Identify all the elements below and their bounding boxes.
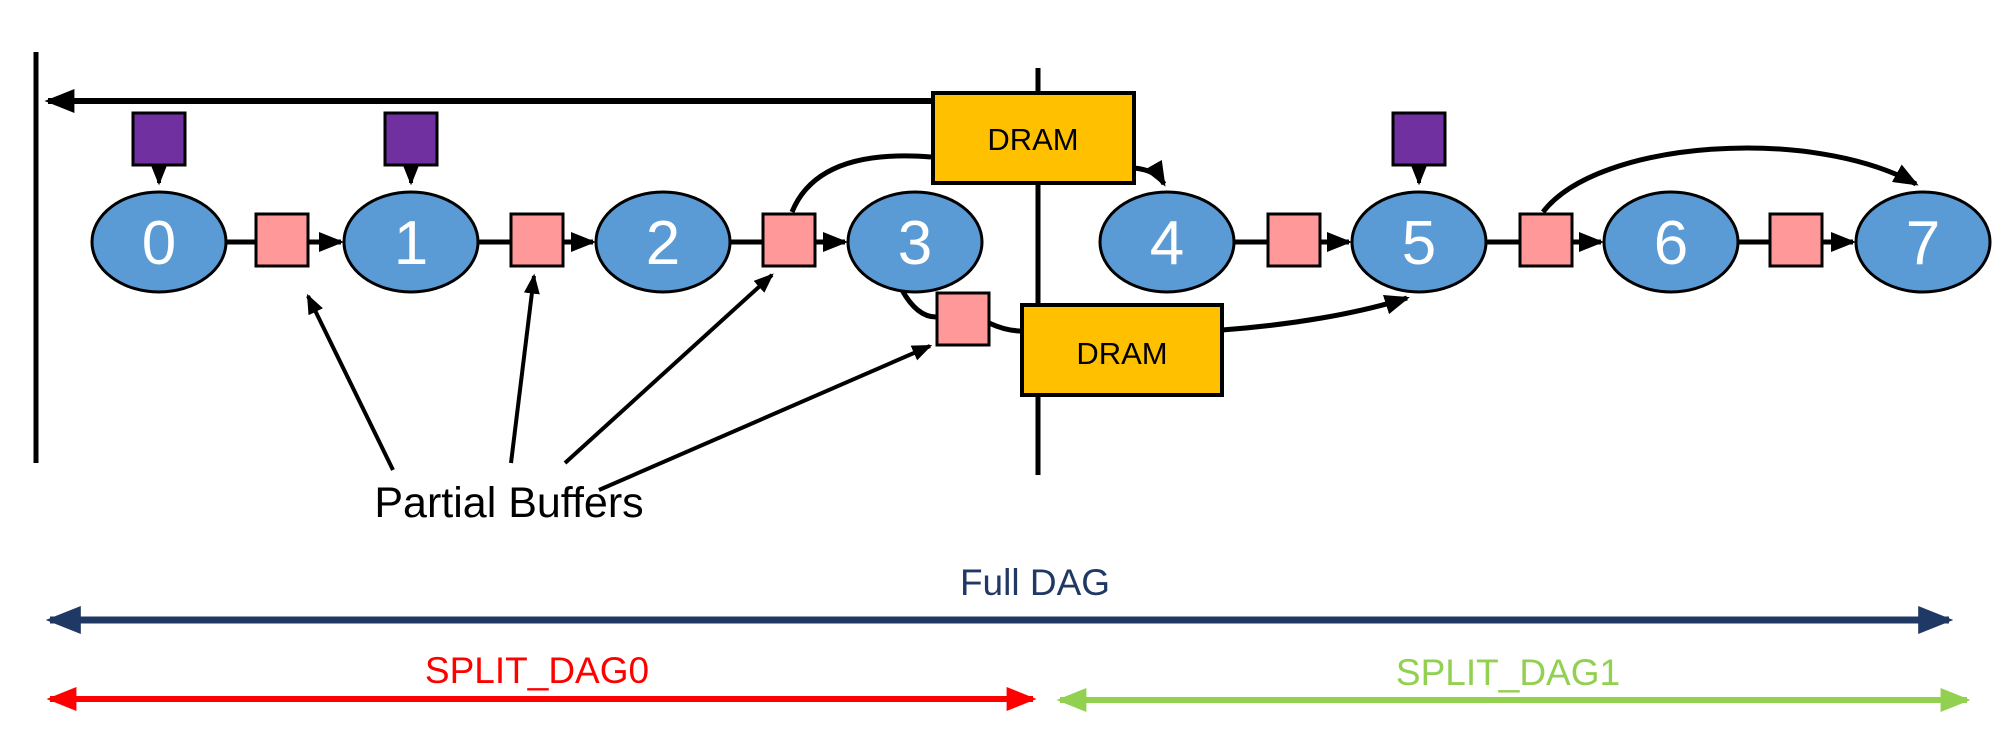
partial-buffer-6-7	[1768, 212, 1824, 268]
node-2	[594, 190, 732, 294]
partial-buffer-1-2	[509, 212, 565, 268]
edge-dram-top-to-node4	[1133, 159, 1167, 187]
edge-spill-buffer-to-dram-bottom	[987, 320, 1023, 334]
edge-buffer5-skip-to-node7	[1541, 145, 1919, 214]
node-1	[342, 190, 480, 294]
full-dag-label: Full DAG	[960, 562, 1110, 603]
node-5	[1350, 190, 1488, 294]
node-6	[1602, 190, 1740, 294]
node-6-label: 6	[1654, 209, 1688, 278]
node-3	[846, 190, 984, 294]
input-square-node0	[131, 111, 187, 167]
callout-arrow-buffer-0-1	[306, 293, 395, 471]
node-7-label: 7	[1906, 209, 1940, 278]
node-3-label: 3	[898, 209, 932, 278]
edge-buffer2-to-dram-top	[789, 153, 932, 213]
partial-buffer-4-5	[1266, 212, 1322, 268]
node-1-label: 1	[394, 209, 428, 278]
split-dag0-label: SPLIT_DAG0	[425, 650, 649, 691]
node-0-label: 0	[142, 209, 176, 278]
node-4	[1098, 190, 1236, 294]
callout-arrow-buffer-1-2	[509, 273, 540, 464]
partial-buffer-3-spill	[935, 291, 991, 347]
input-square-node5	[1391, 111, 1447, 167]
dram-bottom-label: DRAM	[1076, 336, 1167, 371]
node-4-label: 4	[1150, 209, 1184, 278]
partial-buffer-5-6	[1518, 212, 1574, 268]
edge-node3-to-spill-buffer	[899, 288, 937, 320]
input-square-node1	[383, 111, 439, 167]
edge-dram-bottom-to-node5	[1221, 295, 1410, 333]
partial-buffer-2-3	[761, 212, 817, 268]
partial-buffers-label: Partial Buffers	[374, 479, 643, 527]
split-dag1-label: SPLIT_DAG1	[1396, 652, 1620, 693]
dram-top-label: DRAM	[987, 122, 1078, 157]
node-0	[90, 190, 228, 294]
node-2-label: 2	[646, 209, 680, 278]
callout-arrow-buffer-3-spill	[598, 344, 933, 492]
dram-box-top	[931, 91, 1136, 185]
callout-arrow-buffer-2-3	[563, 273, 774, 465]
dram-box-bottom	[1020, 303, 1224, 397]
node-7	[1854, 190, 1992, 294]
partial-buffer-0-1	[254, 212, 310, 268]
node-5-label: 5	[1402, 209, 1436, 278]
